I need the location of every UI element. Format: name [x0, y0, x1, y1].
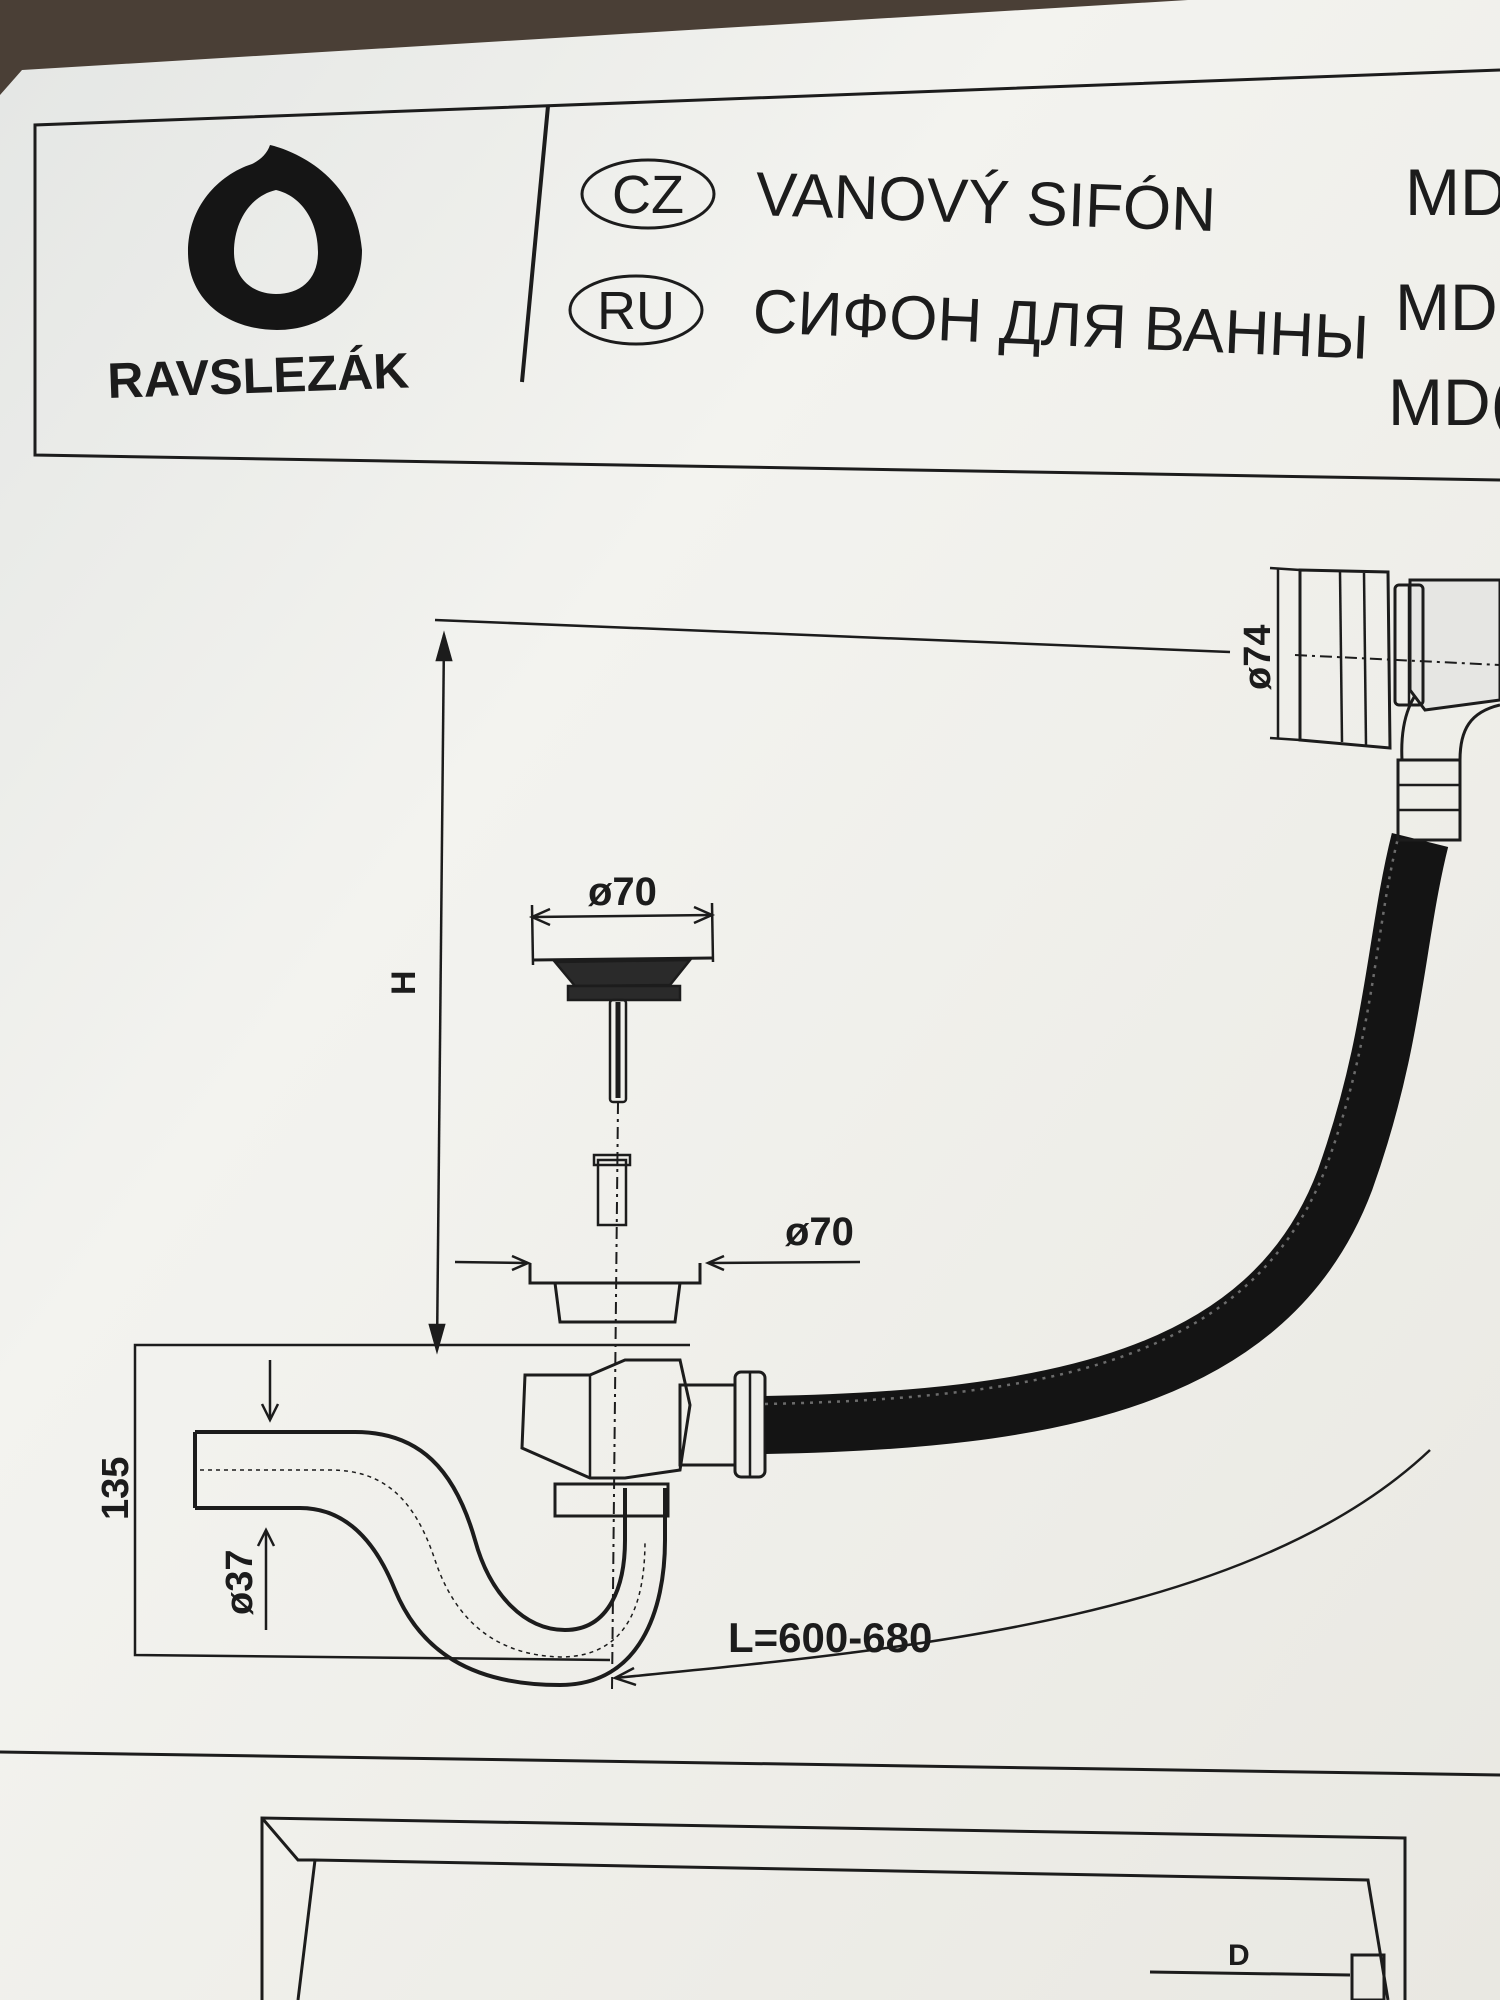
language-row-cz: CZ VANOVÝ SIFÓN [580, 158, 1218, 245]
drain-body-dim-left [454, 1260, 529, 1265]
trap-height-label: 135 [95, 1457, 137, 1520]
product-title-cz: VANOVÝ SIFÓN [755, 160, 1218, 245]
trap-nut [553, 1482, 670, 1518]
valve-body [520, 1358, 692, 1480]
height-reference-line [434, 618, 1231, 654]
outlet-diameter-label: ø37 [219, 1550, 261, 1615]
header-divider [520, 105, 550, 383]
trap-pipe-inner [195, 1488, 667, 1688]
bathtub-outline-inner [296, 1858, 1390, 2000]
height-arrow-top [435, 630, 453, 662]
brand-logo: RAVSLEZÁK [106, 145, 410, 409]
water-drop-icon [188, 145, 362, 330]
length-dimension-arc [614, 1449, 1431, 1680]
bathtub-rim [260, 1817, 315, 1862]
model-code-2: MD( [1395, 270, 1500, 344]
language-badge-cz [580, 158, 716, 230]
overflow-dim-bottom [1269, 736, 1301, 742]
bathtub-outline-outer [260, 1816, 1407, 2000]
overflow-hose [764, 832, 1449, 1454]
overflow-cap-rib-2 [1362, 572, 1368, 746]
height-arrow-bottom [428, 1323, 446, 1355]
drain-top-diameter-label: ø70 [588, 870, 657, 914]
drain-body-cup [553, 1282, 682, 1324]
overflow-dim-top [1269, 566, 1301, 572]
overflow-connector [1396, 758, 1462, 842]
drain-body-flange [528, 1263, 702, 1285]
lower-section: D [0, 1750, 1500, 2000]
height-dimension-line [435, 634, 446, 1351]
lower-dimension-label: D [1228, 1939, 1250, 1972]
drain-plug-post-head [592, 1153, 632, 1167]
drain-top-ext-left [530, 904, 535, 966]
model-codes: MD MD( MD( [1388, 155, 1500, 439]
length-arrow [611, 1666, 637, 1687]
bathtub-fitting [1350, 1953, 1386, 2000]
overflow-cap [1298, 568, 1392, 750]
length-label: L=600-680 [728, 1614, 932, 1661]
overflow-diameter-label: ø74 [1237, 625, 1279, 690]
bathtub-dim-line [1149, 1970, 1351, 1977]
drain-body-arrow-left [511, 1254, 532, 1272]
drain-body-diameter-label: ø70 [785, 1210, 854, 1254]
drain-plug-post [596, 1158, 628, 1227]
overflow-centerline [1294, 654, 1500, 666]
drain-plug-cap [552, 958, 693, 988]
section-divider [0, 1750, 1500, 1777]
trap-outline-frame [133, 1343, 690, 1662]
trap-outlet-arrow-bottom [256, 1527, 276, 1547]
trap-outlet-arrow-top [260, 1403, 280, 1423]
drain-plug-gasket [566, 984, 682, 1002]
drain-body-dim-right [707, 1260, 861, 1265]
header [33, 68, 1500, 482]
drain-body-arrow-right [704, 1254, 725, 1272]
model-code-3: MD( [1388, 365, 1500, 439]
brand-name: RAVSLEZÁK [106, 342, 410, 409]
siphon-diagram: H ø70 ø70 135 ø37 [95, 566, 1500, 1691]
trap-pipe-outer [195, 1430, 627, 1633]
overflow-cap-rib-1 [1338, 571, 1344, 743]
language-badge-ru [568, 274, 704, 346]
model-code-1: MD [1405, 155, 1500, 229]
drain-top-ext-right [710, 902, 715, 963]
drain-centerline [611, 1101, 619, 1691]
trap-pipe-seam [200, 1469, 646, 1658]
language-code-cz: CZ [612, 165, 684, 225]
language-code-ru: RU [597, 281, 675, 341]
header-frame [33, 68, 1500, 482]
drain-plug-cap-rim [532, 956, 714, 962]
drain-top-dimension-line [531, 913, 713, 919]
height-label: H [385, 970, 423, 995]
